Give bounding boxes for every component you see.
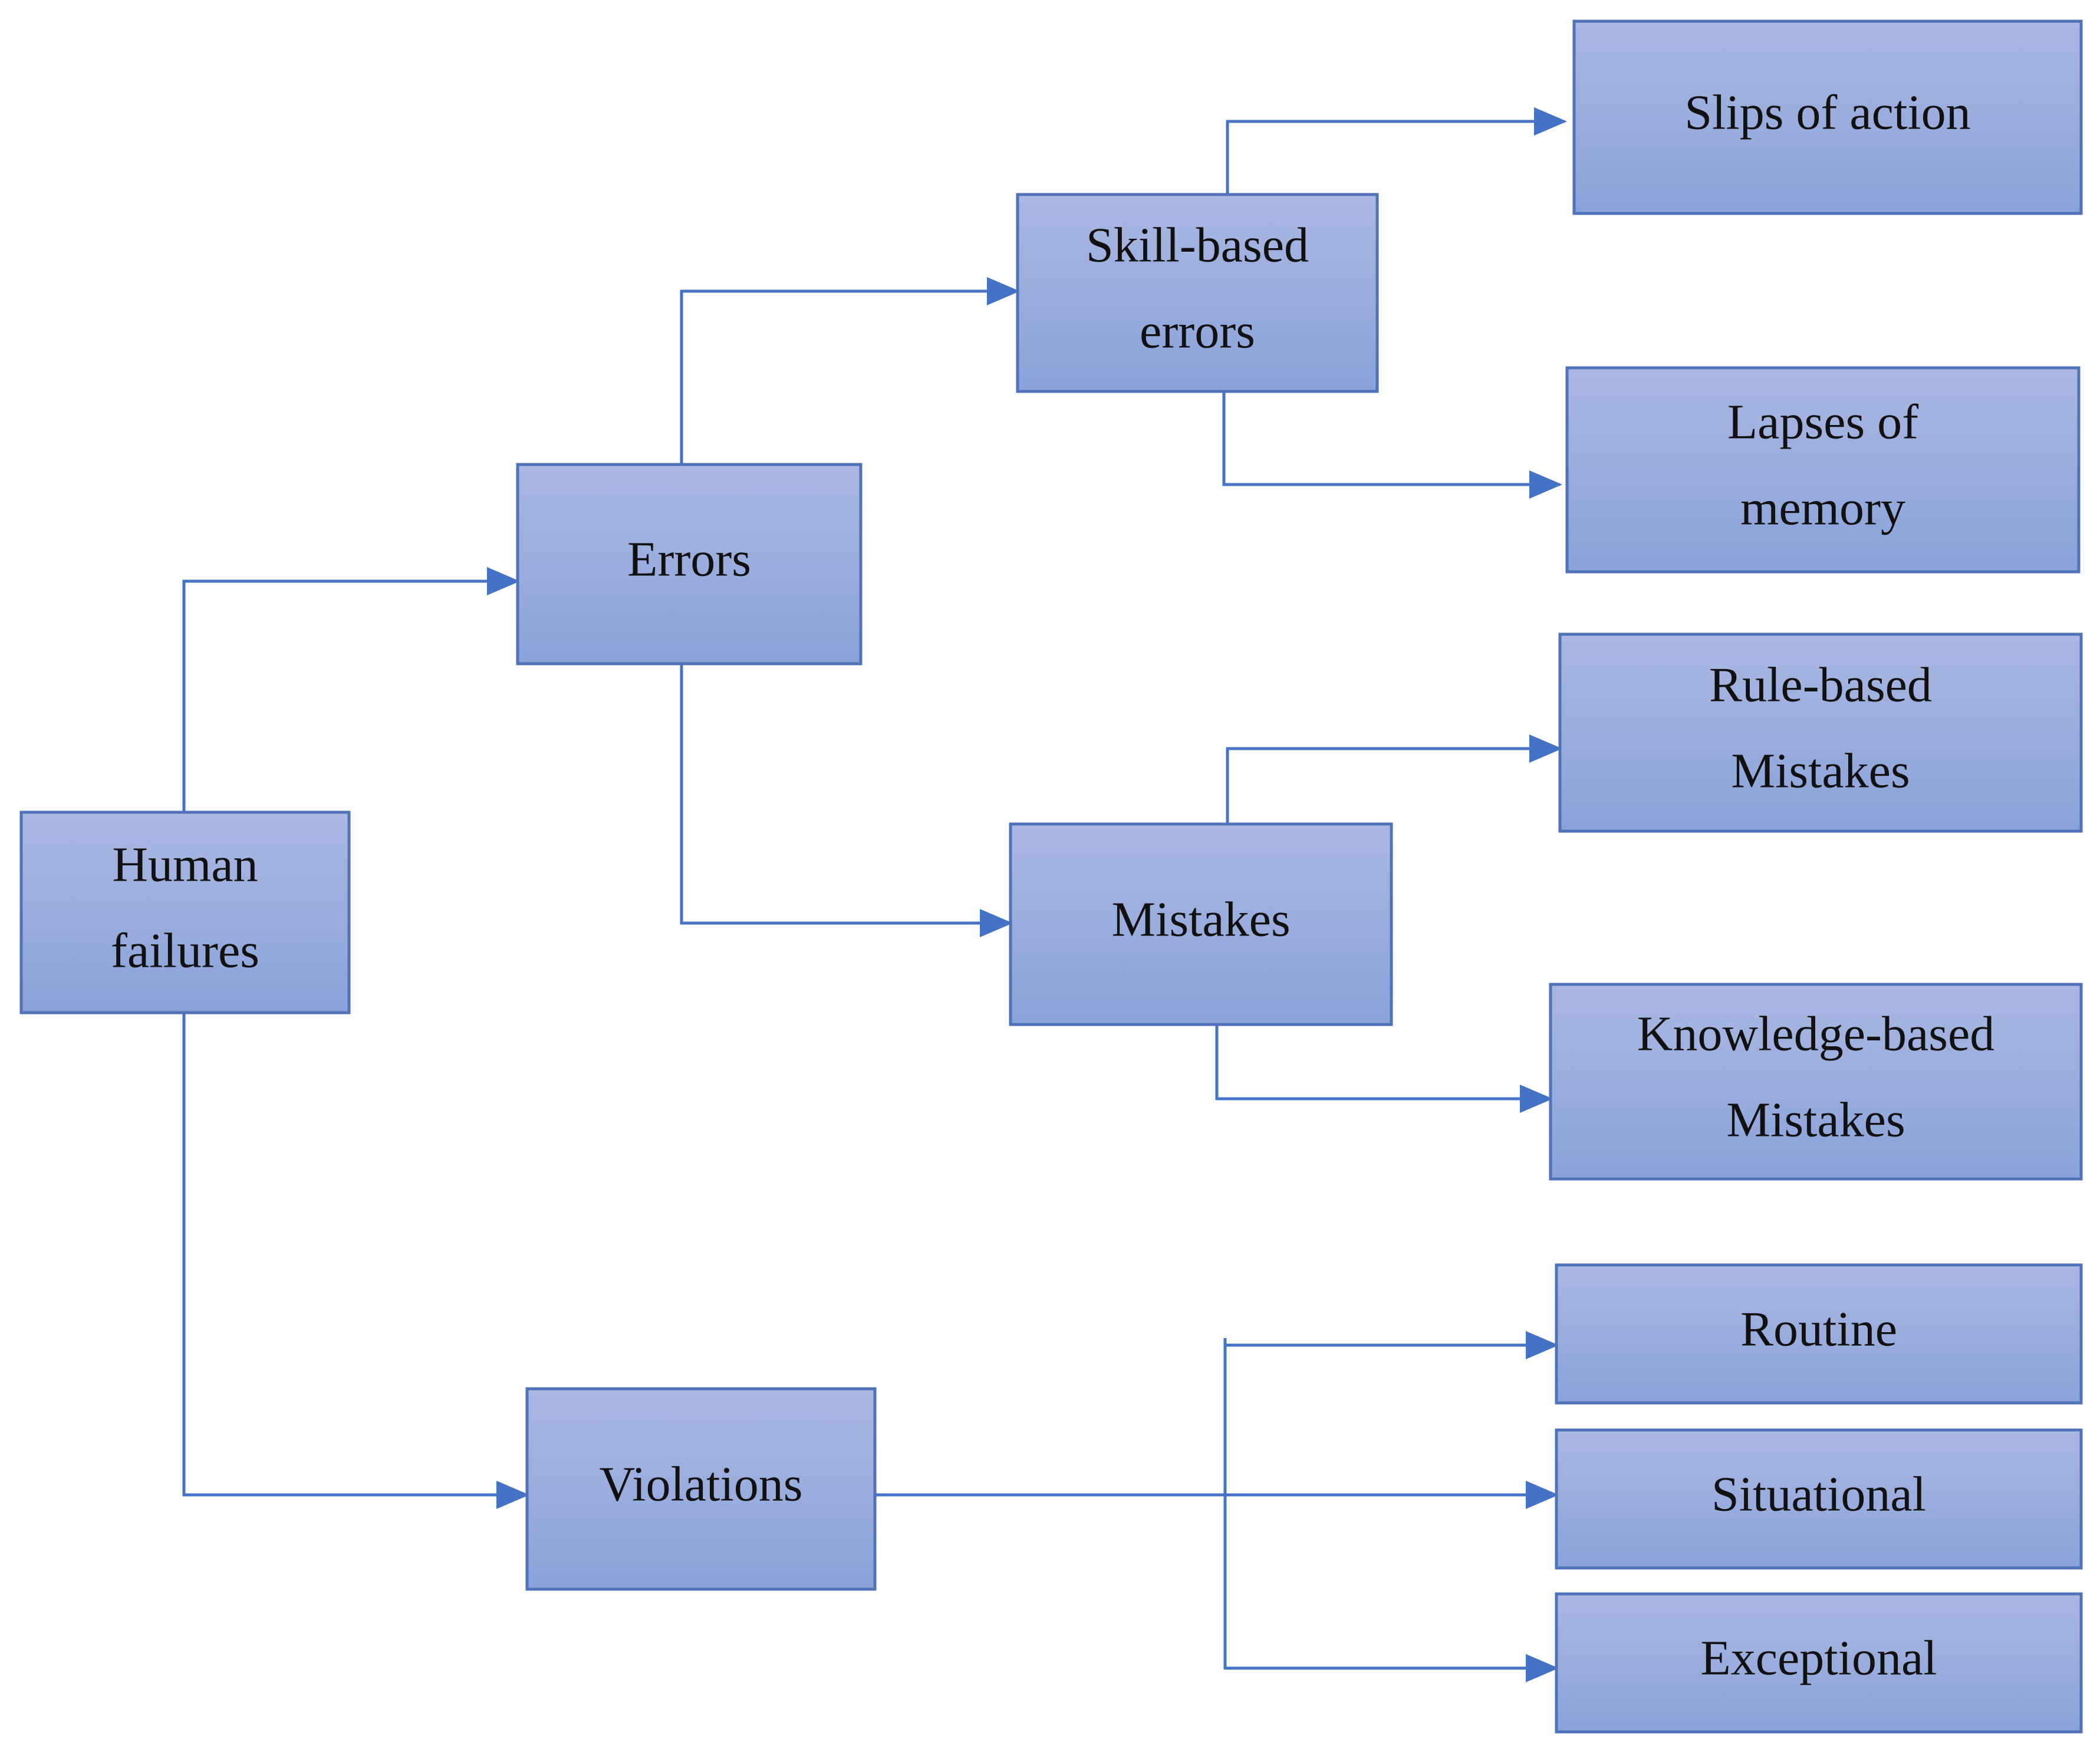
connector-human-failures-to-violations — [182, 1013, 529, 1509]
node-box — [1549, 983, 2083, 1181]
node-label: Situational — [1711, 1467, 1926, 1521]
node-label: Errors — [627, 532, 751, 587]
connector-errors-to-mistakes — [680, 664, 1013, 937]
node-box — [1558, 632, 2083, 833]
connector-human-failures-to-errors — [182, 567, 520, 812]
node-label: Human — [112, 837, 258, 892]
node-slips-of-action: Slips of action — [1572, 19, 2083, 215]
connector-skill-based-errors-to-slips-of-action — [1226, 107, 1567, 195]
node-errors: Errors — [516, 463, 863, 665]
connector-mistakes-to-rule-based-mistakes — [1226, 734, 1562, 824]
node-label: errors — [1140, 304, 1255, 358]
connectors-layer — [182, 107, 1567, 1682]
node-skill-based-errors: Skill-based errors — [1016, 193, 1379, 393]
connector-skill-based-errors-to-lapses-of-memory — [1222, 391, 1562, 499]
node-box — [1555, 1263, 2083, 1405]
node-label: Lapses of — [1727, 394, 1918, 449]
node-mistakes: Mistakes — [1009, 822, 1393, 1026]
connector-mistakes-to-knowledge-based-mistakes — [1215, 1024, 1553, 1113]
node-label: Mistakes — [1726, 1092, 1905, 1147]
connector-violations-to-exceptional — [1223, 1495, 1559, 1682]
node-exceptional: Exceptional — [1555, 1592, 2083, 1734]
node-label: Mistakes — [1731, 743, 1910, 798]
node-label: Routine — [1740, 1302, 1897, 1356]
node-box — [1555, 1592, 2083, 1734]
connector-errors-to-skill-based-errors — [680, 277, 1020, 464]
node-box — [1572, 19, 2083, 215]
node-routine: Routine — [1555, 1263, 2083, 1405]
node-box — [525, 1387, 877, 1591]
node-label: failures — [111, 923, 259, 978]
node-box — [1016, 193, 1379, 393]
node-human-failures: Human failures — [19, 811, 351, 1014]
node-label: Rule-based — [1709, 657, 1932, 712]
node-lapses-of-memory: Lapses of memory — [1565, 366, 2081, 574]
node-label: Mistakes — [1111, 892, 1290, 947]
node-situational: Situational — [1555, 1428, 2083, 1570]
node-box — [19, 811, 351, 1014]
connector-violations-to-routine — [1223, 1331, 1559, 1495]
node-label: Violations — [600, 1457, 803, 1511]
node-label: Slips of action — [1684, 85, 1970, 140]
node-box — [516, 463, 863, 665]
node-label: Knowledge-based — [1637, 1006, 1994, 1061]
node-violations: Violations — [525, 1387, 877, 1591]
node-box — [1555, 1428, 2083, 1570]
node-box — [1565, 366, 2081, 574]
node-box — [1009, 822, 1393, 1026]
node-label: memory — [1740, 480, 1905, 535]
node-label: Skill-based — [1086, 218, 1309, 272]
node-label: Exceptional — [1700, 1630, 1937, 1685]
